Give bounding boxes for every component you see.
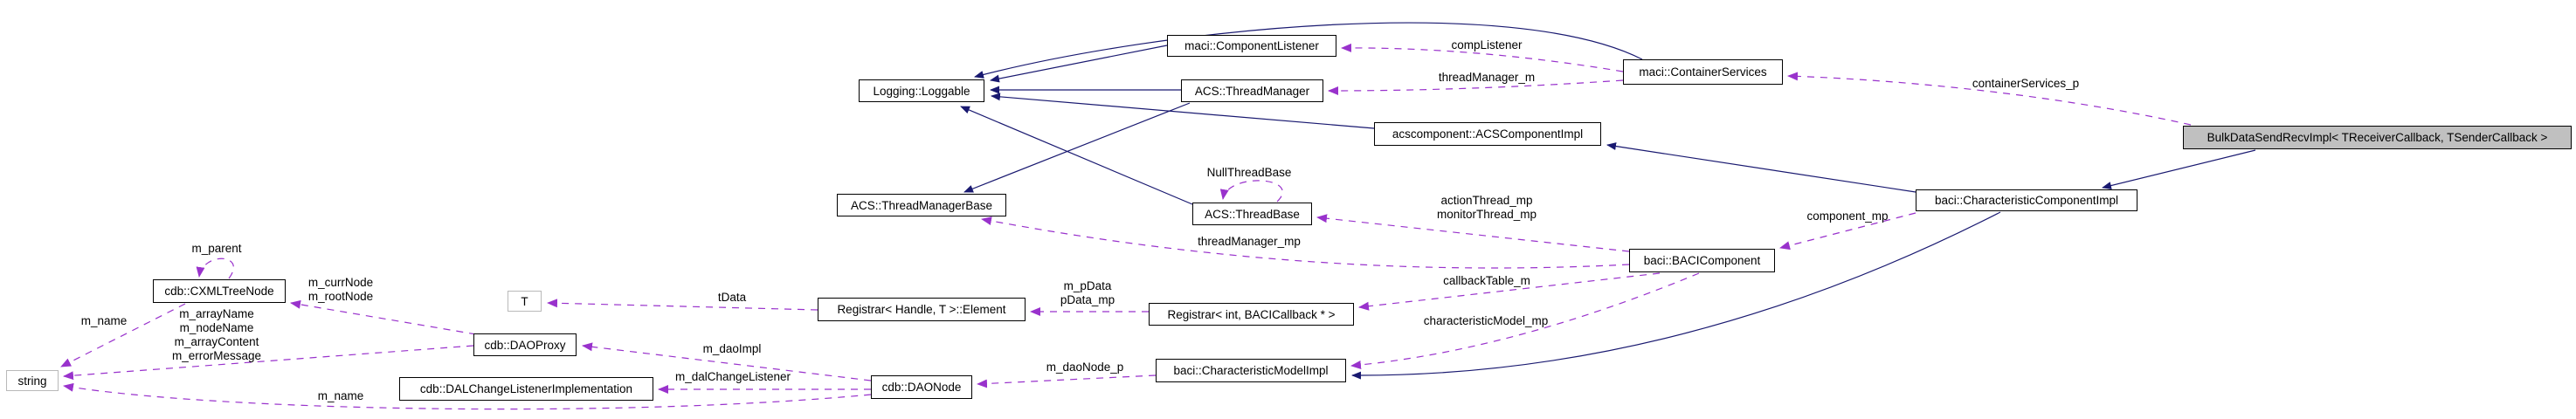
node-t: T: [508, 291, 542, 312]
label-mname-daonode: m_name: [317, 389, 364, 402]
label-callbacktable-m: callbackTable_m: [1443, 274, 1530, 287]
label-tdata: tData: [717, 291, 747, 304]
edge-mcurrnode: [290, 299, 477, 335]
edge-mdaoimpl: [582, 342, 872, 381]
label-mdaonode-p: m_daoNode_p: [1046, 361, 1124, 374]
edge-threadmanager-m: [1328, 79, 1624, 95]
node-thread-manager[interactable]: ACS::ThreadManager: [1181, 79, 1323, 102]
edge-nullthreadbase-selfloop: [1219, 180, 1283, 203]
edge-threadmanager-mp: [981, 216, 1630, 269]
edge-componentlistener-to-loggable: [990, 45, 1168, 83]
edge-mname-daonode-to-string: [63, 382, 872, 410]
edge-actionthread-mp: [1316, 214, 1630, 252]
node-acs-component-impl[interactable]: acscomponent::ACSComponentImpl: [1374, 122, 1601, 146]
edge-component-mp: [1779, 212, 1916, 251]
edge-mparent-selfloop: [196, 258, 234, 279]
node-container-services[interactable]: maci::ContainerServices: [1623, 59, 1783, 85]
label-mdalchangelistener: m_dalChangeListener: [674, 370, 791, 383]
node-characteristic-model-impl[interactable]: baci::CharacteristicModelImpl: [1156, 359, 1346, 382]
node-baci-component[interactable]: baci::BACIComponent: [1629, 249, 1775, 272]
node-bulk-data-send-recv-impl: BulkDataSendRecvImpl< TReceiverCallback,…: [2183, 126, 2572, 149]
node-dao-node[interactable]: cdb::DAONode: [871, 375, 972, 399]
edge-mdaonode-p: [977, 374, 1157, 388]
label-mpdata: m_pData pData_mp: [1060, 279, 1115, 306]
label-containerservices-p: containerServices_p: [1972, 77, 2080, 90]
node-thread-manager-base[interactable]: ACS::ThreadManagerBase: [837, 194, 1006, 216]
edge-threadbase-to-loggable: [960, 106, 1193, 205]
label-threadmanager-mp: threadManager_mp: [1198, 235, 1301, 248]
label-mparent: m_parent: [191, 242, 242, 255]
edge-callbacktable-m: [1358, 272, 1661, 311]
label-mcurrnode: m_currNode m_rootNode: [307, 276, 374, 303]
edge-characteristicmodel-mp: [1350, 272, 1700, 369]
edge-marraynames: [63, 345, 474, 381]
node-characteristic-component-impl[interactable]: baci::CharacteristicComponentImpl: [1916, 189, 2137, 211]
node-dal-change-listener-implementation[interactable]: cdb::DALChangeListenerImplementation: [399, 377, 653, 401]
edge-containerservices-p: [1787, 72, 2192, 126]
edge-tdata: [547, 299, 818, 311]
label-nullthreadbase: NullThreadBase: [1206, 166, 1292, 179]
node-dao-proxy[interactable]: cdb::DAOProxy: [473, 333, 577, 356]
label-characteristicmodel-mp: characteristicModel_mp: [1423, 314, 1549, 327]
label-mdaoimpl: m_daoImpl: [702, 342, 762, 355]
label-marray: m_arrayName m_nodeName m_arrayContent m_…: [171, 307, 262, 362]
node-registrar-int-bacicallback[interactable]: Registrar< int, BACICallback * >: [1149, 303, 1354, 326]
node-thread-base[interactable]: ACS::ThreadBase: [1192, 203, 1312, 225]
edge-acscomponentimpl-to-loggable: [991, 93, 1375, 129]
node-component-listener[interactable]: maci::ComponentListener: [1167, 35, 1336, 57]
node-string: string: [6, 370, 59, 391]
edge-containerservices-to-loggable: [974, 22, 1643, 79]
node-registrar-element[interactable]: Registrar< Handle, T >::Element: [818, 298, 1026, 321]
edge-bulkdata-to-charcomponentimpl: [2102, 149, 2256, 189]
edge-threadmanager-to-threadmanagerbase: [963, 102, 1191, 193]
label-mname-tree: m_name: [80, 314, 128, 327]
node-cxml-tree-node[interactable]: cdb::CXMLTreeNode: [153, 279, 286, 303]
node-loggable[interactable]: Logging::Loggable: [859, 79, 984, 102]
label-threadmanager-m: threadManager_m: [1438, 71, 1536, 84]
label-complistener: compListener: [1451, 38, 1523, 52]
edge-charcomponentimpl-to-charmodelimpl: [1351, 211, 2001, 380]
edge-mname-tree-to-string: [60, 303, 186, 367]
label-component-mp: component_mp: [1806, 210, 1889, 223]
edge-charcomponentimpl-to-acscomponentimpl: [1606, 142, 1916, 193]
label-actionthread: actionThread_mp monitorThread_mp: [1436, 194, 1537, 221]
